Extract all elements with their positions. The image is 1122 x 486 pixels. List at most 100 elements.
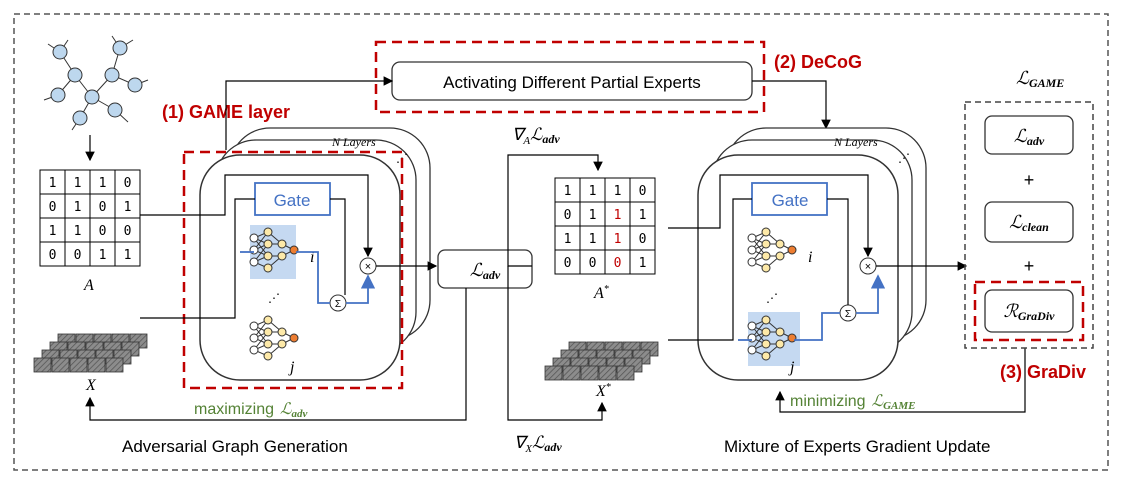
grad-a-label: ∇Aℒadv	[512, 125, 560, 147]
gradiv-dashed-box	[973, 280, 1085, 342]
matrix-a-star-cell	[554, 225, 581, 251]
decog-label: (2) DeCoG	[774, 52, 862, 72]
matrix-a-value: 0	[99, 200, 107, 215]
left-layer-stack	[199, 127, 431, 381]
matrix-a-value: 0	[124, 224, 132, 239]
decog-out-arrow	[752, 80, 831, 130]
matrix-a-star-cell	[629, 225, 656, 251]
matrix-a-star-value: 1	[564, 232, 572, 247]
matrix-a-label: A	[83, 277, 94, 294]
feature-x-star-block	[562, 365, 581, 381]
matrix-a-star-cell	[629, 249, 656, 275]
feature-x-stack	[33, 333, 148, 373]
input-graph-icon	[43, 35, 149, 131]
matrix-a-cell	[89, 241, 116, 267]
loss-game-title: ℒGAME	[1016, 68, 1064, 90]
mult-right-symbol: ×	[865, 261, 871, 273]
feature-x-star-block	[598, 365, 617, 381]
matrix-a-star-value: 1	[564, 184, 572, 199]
matrix-a-star-value: 0	[639, 184, 647, 199]
feature-x-block	[87, 357, 106, 373]
feature-x-star-block	[580, 365, 599, 381]
matrix-a-star-value: 1	[614, 208, 622, 223]
n-layers-right: N Layers	[833, 135, 878, 149]
dots-right-top: ⋰	[898, 151, 910, 165]
matrix-a-star-value: 1	[639, 256, 647, 271]
dots-left-mid: ⋰	[268, 291, 280, 305]
matrix-a-star-value: 0	[639, 232, 647, 247]
matrix-a-value: 0	[99, 224, 107, 239]
plus-2: +	[1024, 256, 1035, 276]
feature-x-star-block	[544, 365, 563, 381]
feature-x-block	[33, 357, 52, 373]
loss-clean-term: ℒclean	[1009, 212, 1049, 234]
matrix-a-cell	[114, 217, 141, 243]
outer-frame	[13, 13, 1109, 471]
matrix-a-star-cell	[579, 249, 606, 275]
matrix-a-value: 0	[124, 176, 132, 191]
grad-x-label: ∇Xℒadv	[514, 433, 562, 455]
caption-left: Adversarial Graph Generation	[122, 437, 348, 456]
matrix-a-value: 1	[74, 224, 82, 239]
loss-adv-center: ℒadv	[470, 260, 501, 282]
reg-gradiv-box	[984, 289, 1074, 333]
loss-panel-dashed	[964, 101, 1094, 349]
decog-dashed-box	[374, 40, 766, 114]
matrix-a-star-cell	[579, 201, 606, 227]
matrix-a-cell	[39, 217, 66, 243]
matrix-a-star-value: 0	[564, 256, 572, 271]
matrix-a-star-value: 1	[639, 208, 647, 223]
feature-x-block	[51, 357, 70, 373]
matrix-a-value: 0	[49, 200, 57, 215]
n-layers-left: N Layers	[331, 135, 376, 149]
expert-i-right-label: i	[808, 249, 812, 266]
feature-x-star-stack	[544, 341, 659, 381]
matrix-a-value: 0	[74, 248, 82, 263]
matrix-a-star-cell	[629, 177, 656, 203]
matrix-a-star-value: 0	[614, 256, 622, 271]
matrix-a-star-cell	[554, 249, 581, 275]
matrix-a-star-value: 1	[589, 184, 597, 199]
right-layer-blue-wires	[738, 274, 886, 341]
plus-1: +	[1024, 170, 1035, 190]
matrix-a-value: 1	[124, 248, 132, 263]
gate-left-label: Gate	[274, 191, 311, 210]
left-layer-wires	[140, 174, 373, 319]
matrix-a-cell	[114, 241, 141, 267]
loss-adv-box	[984, 115, 1074, 155]
matrix-a-value: 1	[99, 176, 107, 191]
minimizing-arrow	[775, 348, 1026, 413]
loss-clean-box	[984, 201, 1074, 243]
gradient-wires	[85, 154, 607, 421]
decog-in-arrow	[225, 76, 394, 150]
matrix-a-star-value: 0	[589, 256, 597, 271]
matrix-a-value: 1	[49, 224, 57, 239]
expert-i-left-label: i	[310, 249, 314, 266]
matrix-a-value: 1	[74, 176, 82, 191]
matrix-a-cell	[89, 217, 116, 243]
sum-right-symbol: Σ	[845, 309, 851, 320]
matrix-a-star-value: 1	[614, 184, 622, 199]
gradiv-label: (3) GraDiv	[1000, 362, 1086, 382]
matrix-a-cell	[89, 193, 116, 219]
left-layer-blue-wires	[240, 251, 376, 304]
matrix-a-star-cell	[604, 177, 631, 203]
feature-x-label: X	[85, 377, 97, 394]
loss-adv-term: ℒadv	[1014, 126, 1045, 148]
feature-x-star-label: X*	[595, 382, 611, 400]
caption-right: Mixture of Experts Gradient Update	[724, 437, 990, 456]
matrix-a-star-value: 1	[589, 232, 597, 247]
game-layer-dashed-box	[182, 150, 404, 390]
expert-j-left-label: j	[288, 359, 295, 376]
matrix-a-value: 1	[124, 200, 132, 215]
gate-right-label: Gate	[772, 191, 809, 210]
reg-gradiv-term: ℛGraDiv	[1003, 301, 1055, 323]
matrix-a-star-label: A*	[593, 284, 609, 302]
sum-left-symbol: Σ	[335, 299, 341, 310]
matrix-a-value: 1	[99, 248, 107, 263]
matrix-a-value: 0	[49, 248, 57, 263]
